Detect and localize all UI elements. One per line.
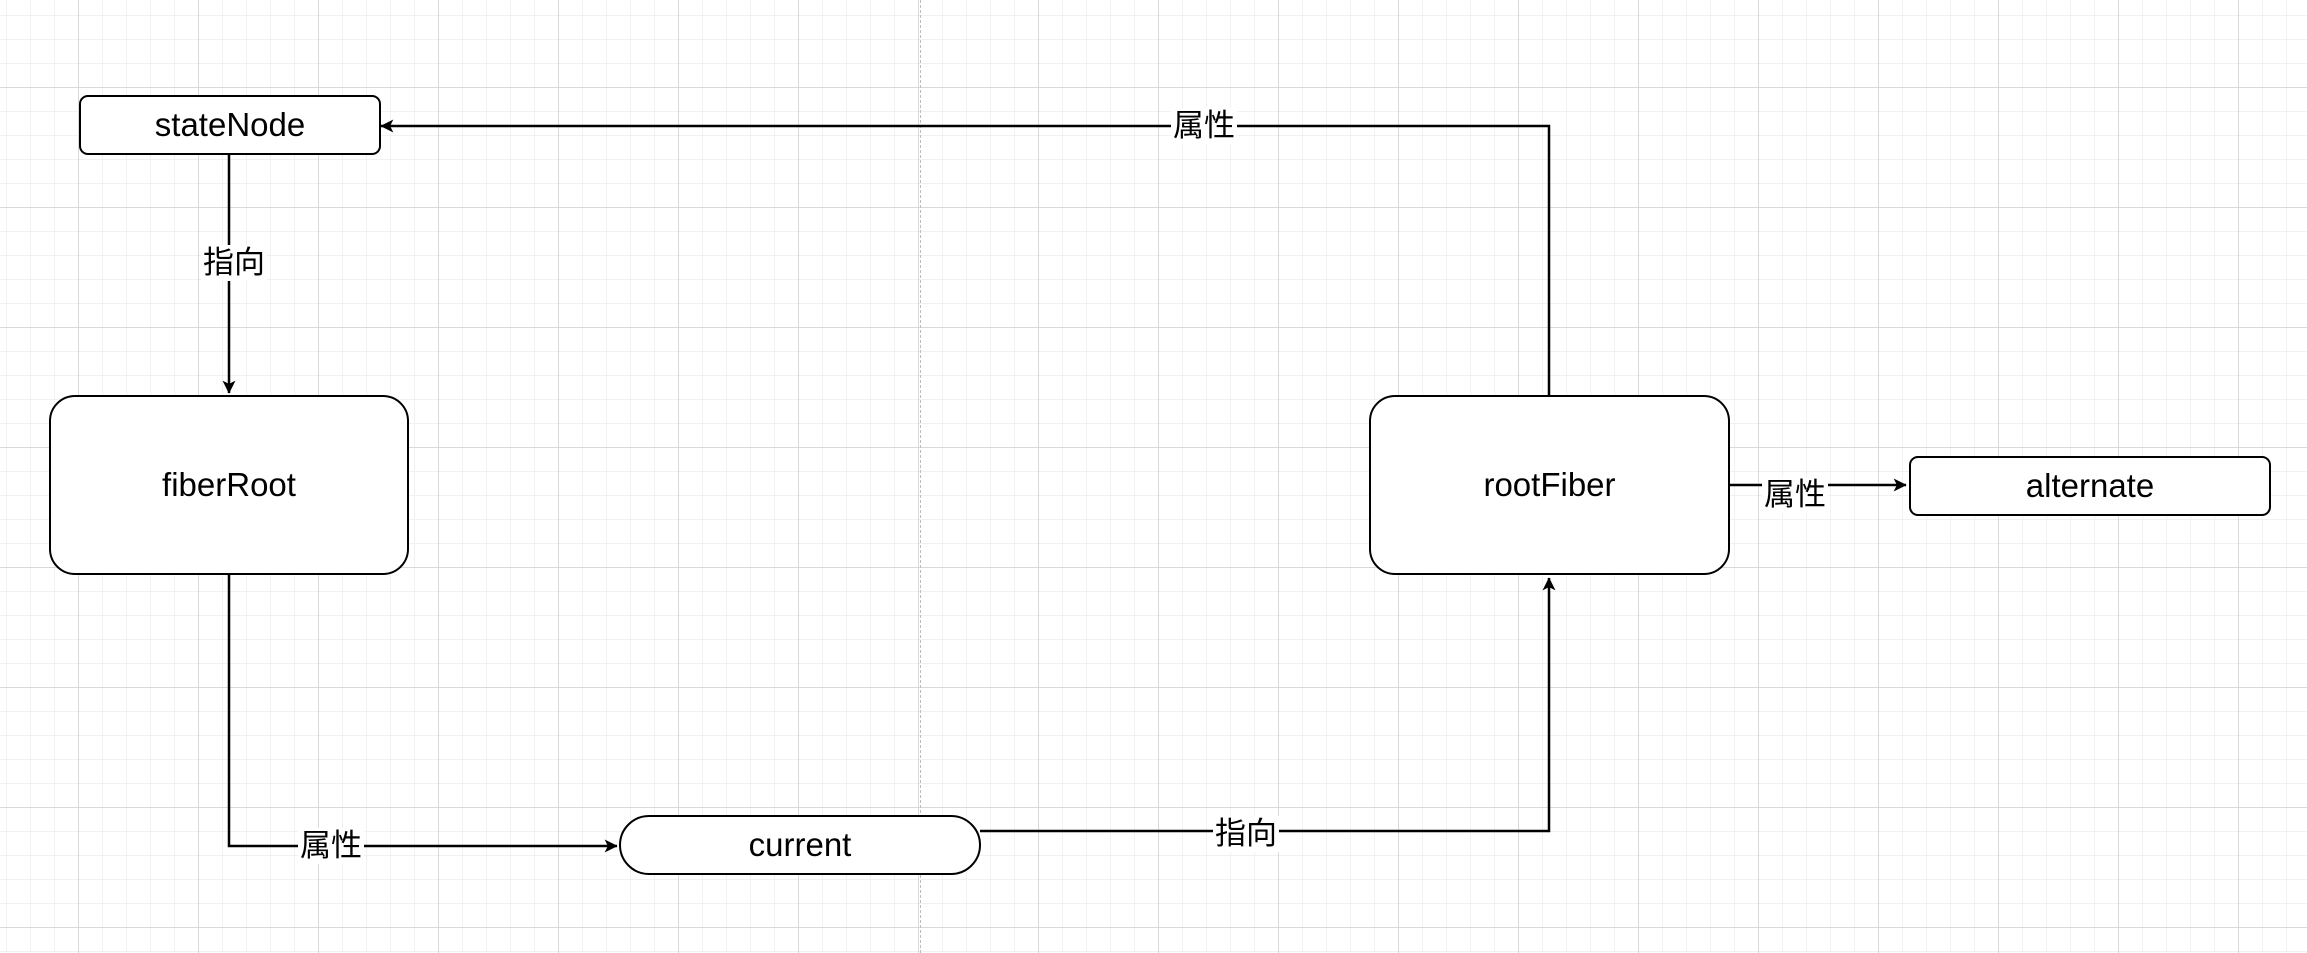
node-current[interactable]: current xyxy=(619,815,981,875)
node-fiberroot[interactable]: fiberRoot xyxy=(49,395,409,575)
node-rootfiber[interactable]: rootFiber xyxy=(1369,395,1730,575)
edge-label-fiberroot-current: 属性 xyxy=(298,828,364,864)
edge-label-rootfiber-alternate: 属性 xyxy=(1762,477,1828,513)
edge-rootfiber-to-statenode xyxy=(380,119,1551,395)
edge-label-rootfiber-statenode: 属性 xyxy=(1171,108,1237,144)
edge-fiberroot-to-current xyxy=(227,575,618,853)
node-alternate[interactable]: alternate xyxy=(1909,456,2271,516)
edge-current-to-rootfiber xyxy=(980,577,1556,833)
node-statenode[interactable]: stateNode xyxy=(79,95,381,155)
edge-label-statenode-fiberroot: 指向 xyxy=(201,245,267,281)
edge-label-current-rootfiber: 指向 xyxy=(1213,816,1279,852)
page-break-line xyxy=(920,0,921,953)
